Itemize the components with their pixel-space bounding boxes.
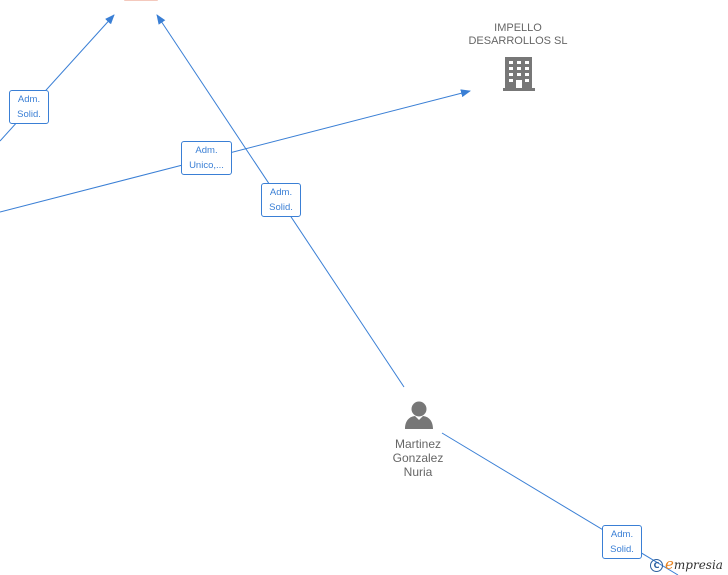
role-label-line2: Unico,... [189,160,224,171]
role-label-line2: Solid. [610,544,634,555]
role-label-adm-solid-offscreen[interactable]: Adm. Solid. [9,90,49,124]
company-name-line2: DESARROLLOS SL [468,35,568,47]
building-icon[interactable] [503,57,535,91]
role-label-line2: Solid. [269,202,293,213]
copyright-icon: C [650,559,663,572]
company-name-line1: IMPELLO [494,22,542,34]
brand-initial: e [665,555,674,573]
person-name-line2: Gonzalez [392,451,444,465]
role-label-adm-solid-person-top[interactable]: Adm. Solid. [261,183,301,217]
person-name-line3: Nuria [403,465,433,479]
person-name-line1: Martinez [394,437,441,451]
role-label-line1: Adm. [610,529,634,540]
role-label-line1: Adm. [195,145,218,156]
company-node-label[interactable]: IMPELLO DESARROLLOS SL [458,22,578,48]
brand-rest: mpresia [673,558,723,572]
edge-line-to-company [0,89,471,213]
person-node-label[interactable]: Martinez Gonzalez Nuria [378,437,458,479]
offscreen-node-fragment [124,0,158,1]
role-label-line2: Solid. [17,109,41,120]
role-label-line1: Adm. [269,187,293,198]
person-icon[interactable] [405,401,433,430]
role-label-adm-unico-company[interactable]: Adm. Unico,... [181,141,232,175]
edge-line-person-to-bottom [441,432,679,575]
role-label-adm-solid-person-bottom[interactable]: Adm. Solid. [602,525,642,559]
role-label-line1: Adm. [17,94,41,105]
